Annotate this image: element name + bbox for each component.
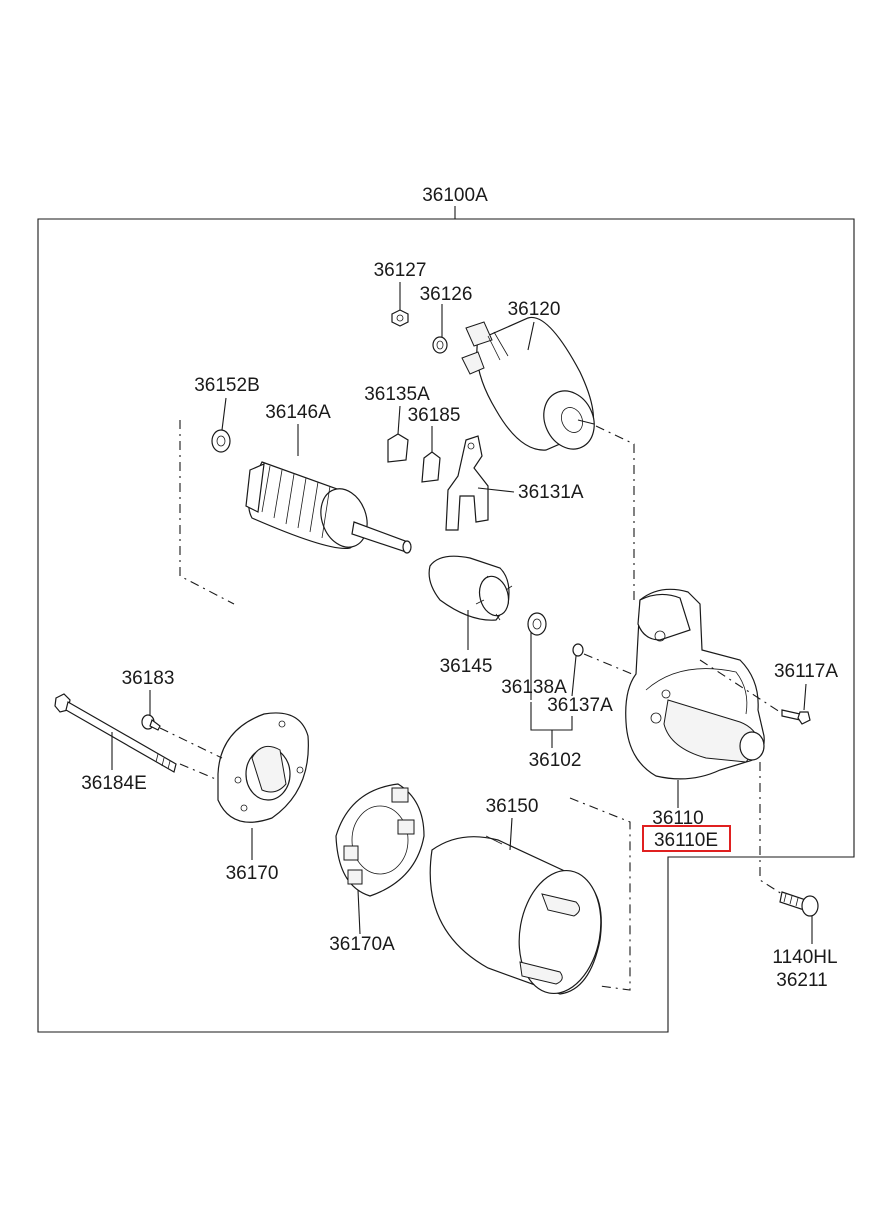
end-cover-part[interactable] — [217, 712, 309, 823]
label-36110: 36110 — [652, 808, 703, 829]
highlight-box — [642, 825, 731, 852]
pad-part-36135A[interactable] — [387, 433, 409, 463]
label-1140HL: 1140HL — [772, 947, 837, 968]
label-36170A: 36170A — [329, 934, 395, 955]
screw-part-36117A[interactable] — [781, 709, 811, 725]
brush-holder-part[interactable] — [335, 783, 425, 897]
label-36131A: 36131A — [518, 482, 584, 503]
solenoid-part[interactable] — [461, 316, 603, 457]
label-36135A: 36135A — [364, 384, 430, 405]
pinion-part[interactable] — [428, 555, 513, 621]
through-bolt-part[interactable] — [54, 693, 177, 773]
assembly-boundary — [37, 218, 855, 1033]
leader-lines — [111, 282, 813, 944]
label-36120: 36120 — [508, 299, 561, 320]
label-36211: 36211 — [776, 970, 827, 991]
washer-part-36126[interactable] — [432, 336, 448, 354]
label-36110E: 36110E — [654, 830, 718, 851]
lever-part[interactable] — [445, 435, 489, 531]
label-36183: 36183 — [122, 668, 175, 689]
screw-part-36183[interactable] — [141, 714, 161, 731]
nut-part-36127[interactable] — [391, 309, 409, 327]
label-36145: 36145 — [440, 656, 493, 677]
label-36117A: 36117A — [774, 661, 838, 682]
label-36152B: 36152B — [194, 375, 260, 396]
label-36170: 36170 — [226, 863, 279, 884]
yoke-part[interactable] — [429, 835, 610, 1000]
clip-part-36137A[interactable] — [572, 643, 584, 657]
label-36184E: 36184E — [81, 773, 147, 794]
armature-part[interactable] — [245, 461, 412, 554]
label-36127: 36127 — [374, 260, 427, 281]
label-36146A: 36146A — [265, 402, 331, 423]
flange-bolt-part[interactable] — [779, 891, 819, 917]
part-labels: 36100A 36127 36126 36120 36152B 36146A 3… — [81, 185, 838, 991]
label-36102: 36102 — [529, 750, 582, 771]
label-assembly: 36100A — [422, 185, 488, 206]
washer-part-36152B[interactable] — [211, 429, 231, 453]
label-36150: 36150 — [486, 796, 539, 817]
housing-part[interactable] — [625, 588, 765, 780]
label-36126: 36126 — [420, 284, 473, 305]
label-36138A: 36138A — [501, 677, 567, 698]
label-36185: 36185 — [408, 405, 461, 426]
washer-part-36138A[interactable] — [527, 612, 547, 636]
pad-part-36185[interactable] — [421, 451, 441, 483]
label-36137A: 36137A — [547, 695, 613, 716]
alignment-lines — [159, 420, 783, 991]
